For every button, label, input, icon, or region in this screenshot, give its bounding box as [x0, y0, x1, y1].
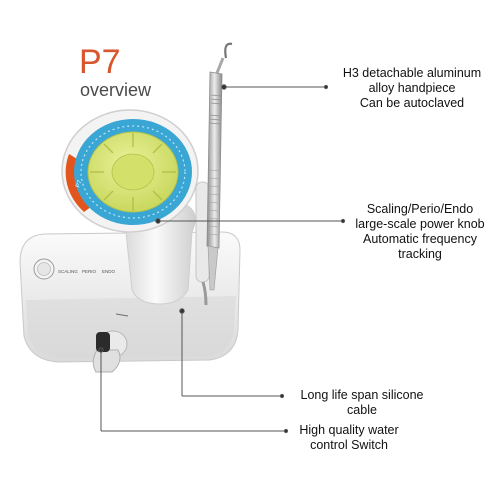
power-button[interactable] — [33, 258, 55, 280]
callout-line: Long life span silicone — [300, 388, 424, 402]
panel-label-perio: PERIO — [82, 269, 97, 274]
callout-leaders — [98, 84, 346, 434]
callout-line: tracking — [398, 247, 442, 261]
power-knob[interactable]: P7 — [61, 109, 199, 233]
callout-line: Scaling/Perio/Endo — [366, 202, 474, 216]
panel-label-scaling: SCALING — [58, 269, 78, 274]
product-subtitle: overview — [80, 80, 152, 100]
callout-line: control Switch — [310, 438, 388, 452]
callout-line: cable — [347, 403, 377, 417]
water-control-switch[interactable] — [92, 313, 129, 373]
handpiece[interactable] — [206, 42, 233, 291]
panel-labels: SCALING PERIO ENDO — [58, 269, 116, 274]
knob-label: P7 — [75, 179, 84, 189]
product-title: P7 — [79, 43, 121, 81]
callout-line: High quality water — [299, 423, 399, 437]
callout-handpiece: H3 detachable aluminum alloy handpiece C… — [332, 66, 492, 111]
callout-line: alloy handpiece — [368, 81, 456, 95]
callout-line: Can be autoclaved — [359, 96, 465, 110]
callout-water-switch: High quality water control Switch — [289, 423, 409, 453]
callout-line: H3 detachable aluminum — [342, 66, 482, 80]
callout-line: Automatic frequency — [363, 232, 477, 246]
callout-cable: Long life span silicone cable — [286, 388, 438, 418]
callout-line: large-scale power knob — [355, 217, 485, 231]
panel-label-endo: ENDO — [102, 269, 116, 274]
callout-power-knob: Scaling/Perio/Endo large-scale power kno… — [345, 202, 495, 262]
